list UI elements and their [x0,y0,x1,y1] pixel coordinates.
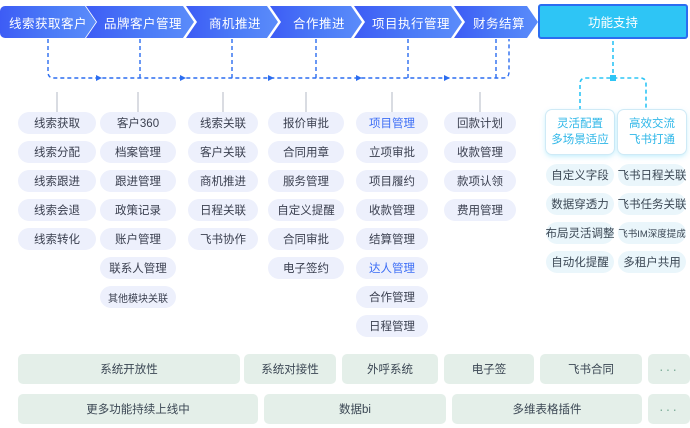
process-step-5[interactable]: 财务结算 [454,6,538,38]
feature-pill[interactable]: 报价审批 [268,112,344,134]
feature-pill[interactable]: 线索关联 [188,112,258,134]
support-group-title-line1: 高效交流 [629,118,675,130]
feature-pill[interactable]: 跟进管理 [100,170,176,192]
feature-pill[interactable]: 收款管理 [444,141,516,163]
feature-column-1: 客户360 档案管理跟进管理政策记录账户管理联系人管理其他模块关联 [100,112,176,308]
support-pill[interactable]: 飞书IM深度提成 [618,222,686,244]
support-pill[interactable]: 自动化提醒 [546,251,614,273]
feature-pill[interactable]: 线索获取 [18,112,96,134]
bottom-bar[interactable]: 系统对接性 [244,354,336,384]
feature-pill[interactable]: 合作管理 [356,286,428,308]
support-pill[interactable]: 多租户共用 [618,251,686,273]
feature-pill[interactable]: 线索分配 [18,141,96,163]
support-group-title-line1: 灵活配置 [557,118,603,130]
feature-column-4: 项目管理立项审批项目履约收款管理结算管理达人管理合作管理日程管理 [356,112,428,337]
feature-pill[interactable]: 线索转化 [18,228,96,250]
process-step-2[interactable]: 商机推进 [186,6,278,38]
process-step-1[interactable]: 品牌客户管理 [86,6,194,38]
support-group-title-0[interactable]: 灵活配置多场景适应 [546,110,614,154]
feature-pill[interactable]: 项目管理 [356,112,428,134]
bottom-bar[interactable]: 外呼系统 [342,354,438,384]
process-step-4[interactable]: 项目执行管理 [354,6,462,38]
feature-pill[interactable]: 项目履约 [356,170,428,192]
feature-pill[interactable]: 客户360 [100,112,176,134]
process-step-label: 线索获取客户 [8,16,87,31]
feature-pill[interactable]: 联系人管理 [100,257,176,279]
support-group-items-1: 飞书日程关联飞书任务关联飞书IM深度提成多租户共用 [618,164,687,273]
feature-pill[interactable]: 线索会退 [18,199,96,221]
process-step-label: 项目执行管理 [371,16,450,31]
bottom-bar[interactable]: 更多功能持续上线中 [18,394,258,424]
feature-pill[interactable]: 商机推进 [188,170,258,192]
support-header-label: 功能支持 [587,16,638,30]
feature-pill[interactable]: 线索跟进 [18,170,96,192]
feature-pill[interactable]: 自定义提醒 [268,199,344,221]
process-step-label: 财务结算 [472,16,525,31]
feature-pill[interactable]: 费用管理 [444,199,516,221]
bottom-bar[interactable]: 数据bi [264,394,446,424]
bottom-bar[interactable]: 多维表格插件 [452,394,642,424]
support-group-items-0: 自定义字段数据穿透力布局灵活调整自动化提醒 [546,164,615,273]
feature-pill[interactable]: 收款管理 [356,199,428,221]
process-step-3[interactable]: 合作推进 [270,6,362,38]
feature-pill[interactable]: 立项审批 [356,141,428,163]
feature-pill[interactable]: 合同审批 [268,228,344,250]
support-group-title-line2: 多场景适应 [551,134,609,146]
feature-pill[interactable]: 电子签约 [268,257,344,279]
feature-pill[interactable]: 账户管理 [100,228,176,250]
bottom-bar-more[interactable]: ··· [648,354,690,384]
bottom-bar[interactable]: 系统开放性 [18,354,240,384]
support-pill[interactable]: 布局灵活调整 [546,222,615,244]
bottom-bar[interactable]: 电子签 [444,354,534,384]
support-pill[interactable]: 自定义字段 [546,164,614,186]
support-pill[interactable]: 飞书任务关联 [618,193,687,215]
feature-pill[interactable]: 政策记录 [100,199,176,221]
feature-pill[interactable]: 日程管理 [356,315,428,337]
process-step-label: 商机推进 [208,16,261,31]
feature-pill[interactable]: 回款计划 [444,112,516,134]
support-pill[interactable]: 飞书日程关联 [618,164,687,186]
support-group-title-line2: 飞书打通 [629,134,675,146]
feature-column-0: 线索获取线索分配线索跟进线索会退线索转化 [18,112,96,250]
bottom-bar-more[interactable]: ··· [648,394,690,424]
bottom-bar[interactable]: 飞书合同 [540,354,642,384]
feature-pill[interactable]: 飞书协作 [188,228,258,250]
feature-pill[interactable]: 合同用章 [268,141,344,163]
feature-pill[interactable]: 其他模块关联 [100,286,176,308]
process-step-label: 合作推进 [292,16,345,31]
support-pill[interactable]: 数据穿透力 [546,193,614,215]
process-step-0[interactable]: 线索获取客户 [0,6,96,38]
feature-column-2: 线索关联客户关联商机推进日程关联飞书协作 [188,112,258,250]
feature-pill[interactable]: 达人管理 [356,257,428,279]
support-group-title-1[interactable]: 高效交流飞书打通 [618,110,686,154]
feature-column-5: 回款计划收款管理款项认领费用管理 [444,112,516,221]
feature-pill[interactable]: 款项认领 [444,170,516,192]
feature-pill[interactable]: 客户关联 [188,141,258,163]
feature-column-3: 报价审批合同用章服务管理自定义提醒合同审批电子签约 [268,112,344,279]
process-step-label: 品牌客户管理 [103,16,182,31]
feature-pill[interactable]: 档案管理 [100,141,176,163]
feature-pill[interactable]: 日程关联 [188,199,258,221]
feature-pill[interactable]: 结算管理 [356,228,428,250]
feature-pill[interactable]: 服务管理 [268,170,344,192]
support-header-box[interactable]: 功能支持 [538,4,688,39]
